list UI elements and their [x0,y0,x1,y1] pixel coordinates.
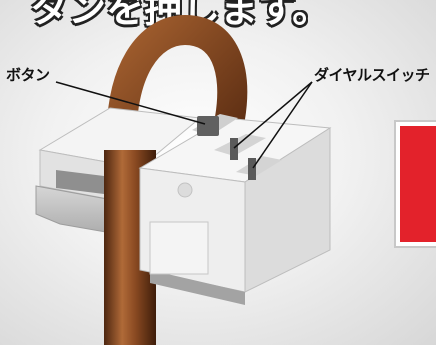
dial-switch-1 [230,138,238,160]
dial-switch-callout: ダイヤルスイッチ [314,64,430,85]
button-callout: ボタン [6,64,50,85]
button [197,116,219,136]
red-panel [396,122,436,246]
dial-switch-2 [248,158,256,180]
